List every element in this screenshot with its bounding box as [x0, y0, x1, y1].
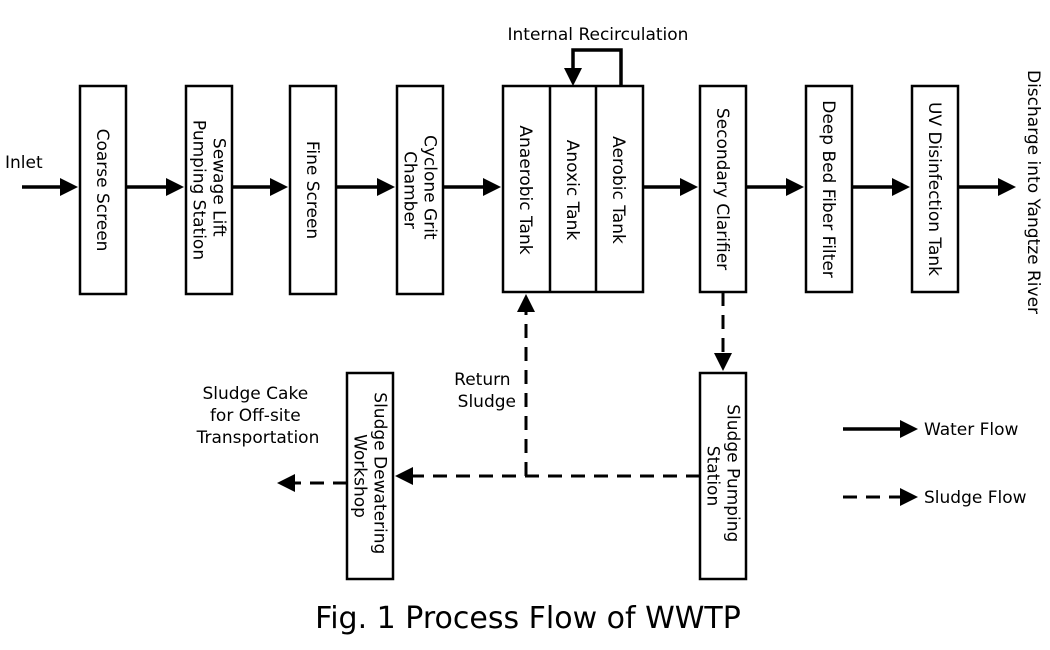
figure-caption: Fig. 1 Process Flow of WWTP: [315, 601, 741, 636]
unit-label: UV Disinfection Tank: [924, 102, 944, 276]
svg-text:Sewage Lift Pumping Stat: Sewage Lift Pumping Station: [189, 120, 229, 260]
unit-label: Sewage Lift: [208, 138, 228, 237]
unit-label-aerobic: Aerobic Tank: [608, 136, 628, 244]
legend-water-flow: Water Flow: [843, 420, 1019, 440]
unit-coarse-screen: Coarse Screen: [78, 84, 128, 296]
unit-label: Secondary Clarifier: [712, 108, 732, 270]
svg-text:Anaerobic Tank: Anaerobic Tank: [515, 125, 535, 254]
unit-label: Workshop: [350, 434, 370, 518]
svg-text:Cyclone Grit Chamber: Cyclone Grit Chamber: [400, 135, 440, 245]
unit-label: Sludge Pumping: [722, 404, 742, 542]
sludge-cake-label: Sludge Cake for Off-site Transportation: [196, 384, 320, 448]
svg-text:Secondary Clarifier: Secondary Clarifier: [712, 108, 732, 270]
internal-recirculation-label: Internal Recirculation: [508, 25, 689, 45]
legend: Water Flow Sludge Flow: [843, 420, 1027, 508]
water-flow-arrows: [22, 178, 1016, 196]
unit-sludge-dewatering-workshop: Sludge Dewatering Workshop: [345, 371, 395, 581]
svg-text:Deep Bed Fiber Filter: Deep Bed Fiber Filter: [818, 100, 838, 278]
unit-label: Sludge Dewatering: [369, 392, 389, 554]
unit-cyclone-grit-chamber: Cyclone Grit Chamber: [395, 84, 445, 296]
unit-secondary-clarifier: Secondary Clarifier: [698, 84, 748, 294]
svg-text:Coarse Screen: Coarse Screen: [92, 129, 112, 252]
svg-text:Sludge Dewatering Worksh: Sludge Dewatering Workshop: [350, 392, 390, 559]
unit-label: Pumping Station: [189, 120, 209, 260]
unit-label-anaerobic: Anaerobic Tank: [515, 125, 535, 254]
unit-uv-disinfection-tank: UV Disinfection Tank: [910, 84, 960, 294]
unit-sludge-pumping-station: Sludge Pumping Station: [698, 371, 748, 581]
unit-label: Chamber: [400, 151, 420, 229]
unit-sewage-lift-pumping-station: Sewage Lift Pumping Station: [184, 84, 234, 296]
return-sludge-label: Return Sludge: [454, 370, 516, 412]
unit-label: Station: [703, 446, 723, 506]
unit-aao-tank: Anaerobic Tank Anoxic Tank Aerobic Tank: [501, 84, 645, 294]
svg-text:UV Disinfection Tank: UV Disinfection Tank: [924, 102, 944, 276]
svg-text:Fine Screen: Fine Screen: [302, 141, 322, 239]
inlet-label: Inlet: [5, 153, 43, 173]
unit-fine-screen: Fine Screen: [288, 84, 338, 296]
discharge-label: Discharge into Yangtze River: [1023, 70, 1043, 314]
legend-sludge-flow: Sludge Flow: [843, 488, 1027, 508]
unit-label: Cyclone Grit: [419, 135, 439, 240]
svg-text:Sludge Pumping Station: Sludge Pumping Station: [703, 404, 743, 548]
svg-text:Anoxic Tank: Anoxic Tank: [562, 140, 582, 241]
unit-label: Coarse Screen: [92, 129, 112, 252]
legend-sludge-flow-label: Sludge Flow: [924, 488, 1027, 508]
unit-label: Fine Screen: [302, 141, 322, 239]
unit-label: Deep Bed Fiber Filter: [818, 100, 838, 278]
unit-label-anoxic: Anoxic Tank: [562, 140, 582, 241]
sludge-flow-arrows: [277, 292, 732, 492]
svg-text:Aerobic Tank: Aerobic Tank: [608, 136, 628, 244]
unit-deep-bed-fiber-filter: Deep Bed Fiber Filter: [804, 84, 854, 294]
internal-recirculation-arrow: [564, 48, 623, 86]
legend-water-flow-label: Water Flow: [924, 420, 1019, 440]
